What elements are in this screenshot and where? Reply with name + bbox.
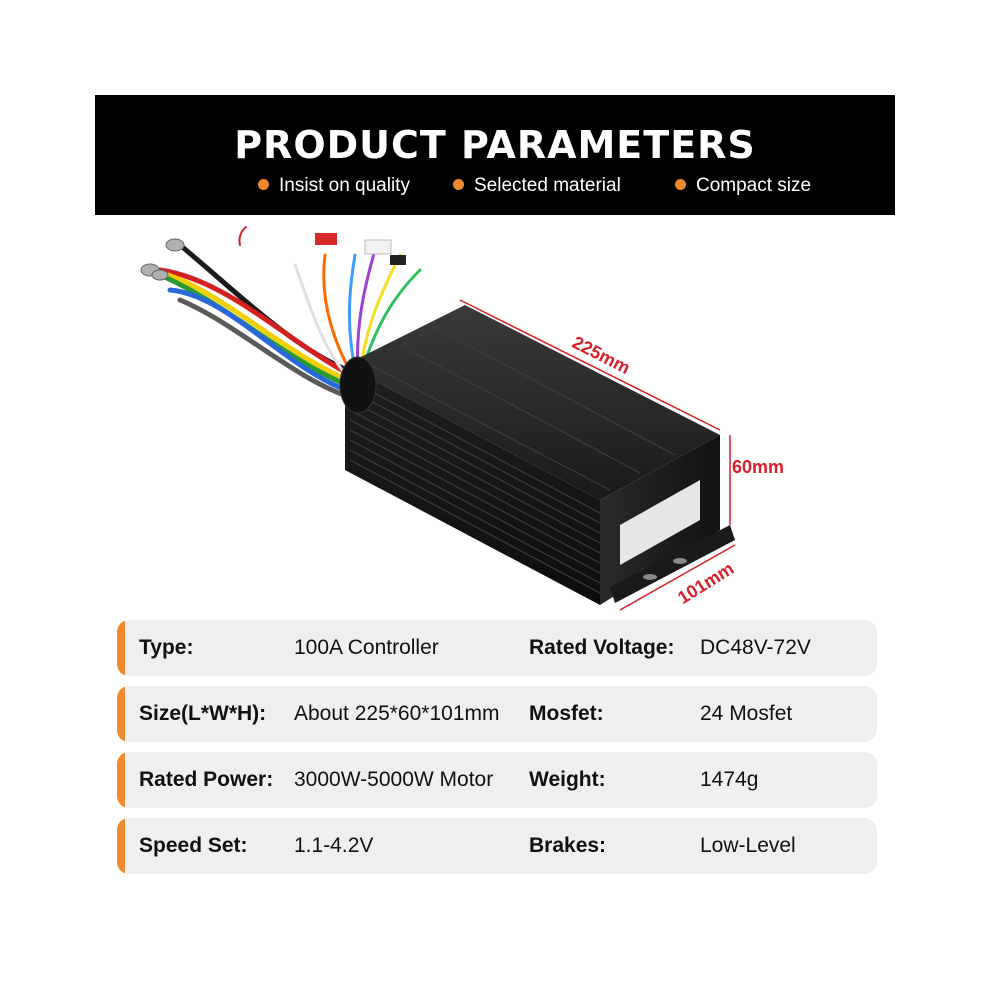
spec-label: Rated Voltage: [529,636,675,659]
row-accent [117,686,125,742]
header-banner: PRODUCT PARAMETERS Insist on quality Sel… [95,95,895,215]
feature-list: Insist on quality Selected material Comp… [95,175,895,197]
spec-label: Rated Power: [139,768,274,791]
spec-value: 24 Mosfet [700,702,793,725]
spec-value: DC48V-72V [700,636,811,659]
spec-value: About 225*60*101mm [294,702,500,725]
feature-label: Selected material [474,175,621,196]
dimension-height-label: 60mm [732,457,785,477]
spec-row: Speed Set: 1.1-4.2V Brakes: Low-Level [117,818,877,874]
feature-item: Selected material [453,175,621,197]
spec-label: Weight: [529,768,606,791]
dimension-lines [459,299,736,611]
spec-value: 1474g [700,768,759,791]
row-accent [117,752,125,808]
bullet-dot-icon [258,179,269,190]
bullet-dot-icon [675,179,686,190]
page-title: PRODUCT PARAMETERS [234,123,756,167]
spec-label: Type: [139,636,194,659]
spec-label: Speed Set: [139,834,248,857]
feature-label: Insist on quality [279,175,410,196]
spec-label: Brakes: [529,834,607,857]
controller-illustration [140,226,736,611]
spec-row: Rated Power: 3000W-5000W Motor Weight: 1… [117,752,877,808]
bullet-dot-icon [453,179,464,190]
spec-label: Mosfet: [529,702,604,725]
spec-value: 100A Controller [294,636,439,659]
feature-label: Compact size [696,175,812,196]
spec-row: Size(L*W*H): About 225*60*101mm Mosfet: … [117,686,877,742]
product-image: 225mm 60mm 101mm [120,225,800,615]
spec-value: 1.1-4.2V [294,834,374,857]
wire-connectors [140,233,406,281]
spec-value: 3000W-5000W Motor [294,768,494,791]
row-accent [117,818,125,874]
feature-item: Compact size [675,175,811,197]
spec-label: Size(L*W*H): [139,702,267,725]
controller-box [339,305,735,605]
row-accent [117,620,125,676]
feature-item: Insist on quality [258,175,410,197]
spec-value: Low-Level [700,834,796,857]
spec-row: Type: 100A Controller Rated Voltage: DC4… [117,620,877,676]
